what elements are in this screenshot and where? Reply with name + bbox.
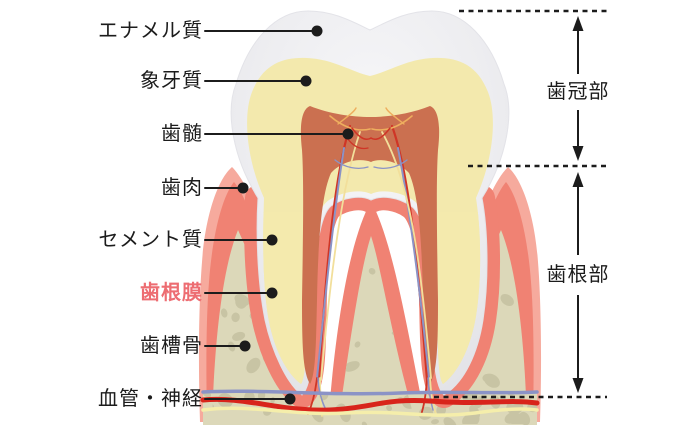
arrowhead-up (572, 172, 584, 187)
blood-vessels-nerves-bundle (200, 389, 540, 417)
arrowhead-up (572, 16, 584, 31)
pulp-vessels (316, 107, 432, 382)
label-alveolar-bone: 歯槽骨 (140, 335, 203, 357)
leader-dot (266, 287, 278, 299)
label-blood-vessels-nerves: 血管・神経 (98, 388, 203, 410)
label-enamel: エナメル質 (98, 20, 203, 42)
measurement-arrows (572, 16, 584, 393)
label-cementum: セメント質 (98, 229, 203, 251)
leader-dot (266, 234, 278, 246)
leader-dot (239, 340, 251, 352)
leader-lines (204, 25, 354, 405)
label-dental-pulp: 歯髄 (161, 123, 203, 145)
label-crown-section: 歯冠部 (546, 81, 610, 103)
leader-dot (311, 25, 323, 37)
arrowhead-down (572, 146, 584, 161)
section-boundary-lines (434, 9, 607, 399)
leader-dot (300, 75, 312, 87)
leader-dot (237, 182, 249, 194)
leader-dot (284, 393, 296, 405)
label-gingiva: 歯肉 (161, 177, 203, 199)
leader-dot (342, 128, 354, 140)
label-periodontal-membrane: 歯根膜 (140, 282, 203, 304)
arrowhead-down (572, 378, 584, 393)
label-dentin: 象牙質 (140, 70, 203, 92)
label-root-section: 歯根部 (546, 264, 610, 286)
